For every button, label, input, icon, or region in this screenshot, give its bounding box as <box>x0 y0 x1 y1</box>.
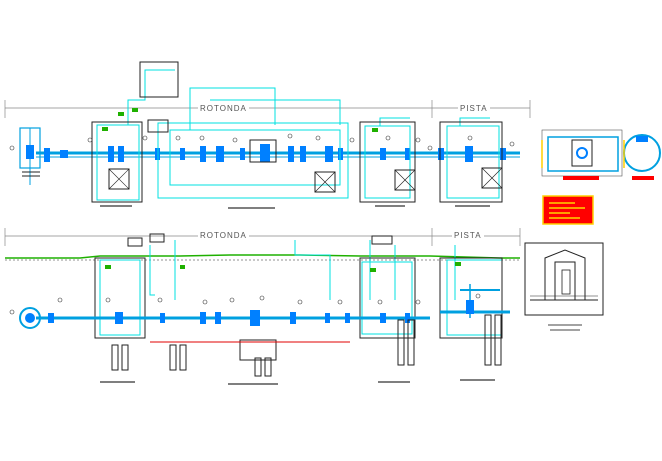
detail-view <box>524 242 604 331</box>
section-captions <box>100 205 490 209</box>
profile-view <box>4 228 521 385</box>
foundations <box>111 314 502 377</box>
section-title-rotonda-profile: ROTONDA <box>198 231 249 240</box>
profile-tags <box>105 262 461 272</box>
section-title-pista-profile: PISTA <box>452 231 484 240</box>
valve-chambers <box>91 61 503 203</box>
profile-chambers <box>94 233 503 361</box>
pipe-end-circle <box>19 307 41 329</box>
section-title-pista-plan: PISTA <box>458 104 490 113</box>
detail-caption <box>548 324 582 331</box>
plan-view <box>4 61 531 209</box>
profile-captions <box>100 379 495 385</box>
profile-callouts <box>9 293 481 315</box>
pipe-cross-sections <box>541 129 661 180</box>
chamber-cross <box>108 167 503 193</box>
note-block <box>542 195 594 225</box>
tags-green <box>102 108 378 132</box>
pipe-fittings <box>44 144 506 162</box>
profile-fittings <box>48 300 474 326</box>
ground-line <box>5 254 520 259</box>
section-title-rotonda-plan: ROTONDA <box>198 104 249 113</box>
enclosures <box>96 69 500 201</box>
callout-bubbles <box>9 133 515 151</box>
pipe-end-section <box>19 127 41 185</box>
